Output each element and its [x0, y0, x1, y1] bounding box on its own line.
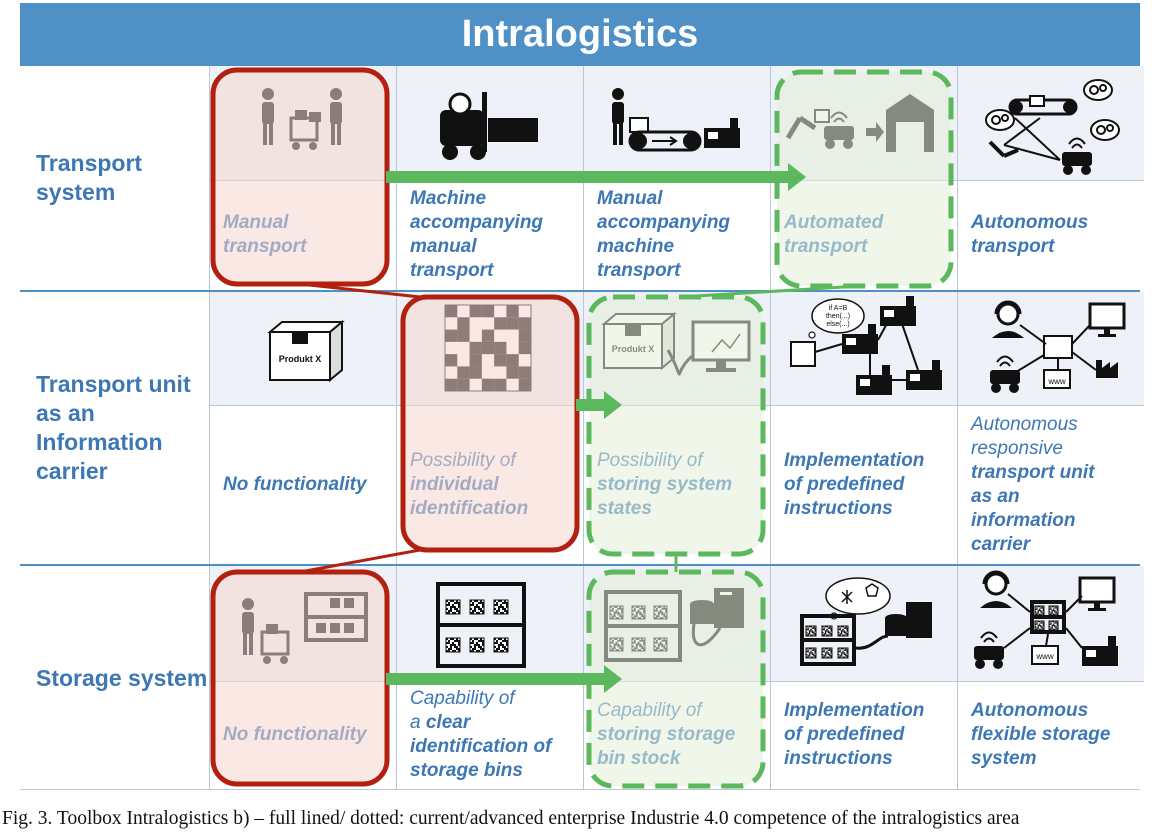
text-cell: [770, 681, 957, 789]
row-divider: [20, 564, 1140, 566]
capability-text-line: transport: [971, 236, 1055, 257]
capability-text-line: as an: [971, 485, 1020, 507]
current-competence-box: [210, 67, 390, 287]
capability-text-line: accompanying: [597, 212, 731, 233]
text-cell: [770, 405, 957, 564]
responsive-unit-network-icon: www: [990, 300, 1126, 393]
capability-text-line: machine: [597, 236, 675, 257]
capability-text-line: Autonomous: [971, 212, 1089, 233]
capability-text-line: transport: [410, 260, 494, 281]
www-label: www: [1047, 377, 1066, 386]
current-competence-box: [400, 294, 580, 553]
text-cell: [209, 405, 396, 564]
capability-text-line: flexible storage: [971, 724, 1111, 745]
capability-text-line: transport unit: [971, 461, 1095, 483]
capability-text-line: responsive: [971, 437, 1063, 459]
www-label: www: [1035, 652, 1054, 661]
capability-text-line: of predefined: [784, 724, 905, 745]
text-plain: a: [410, 712, 426, 733]
box-icon: Produkt X: [267, 319, 345, 383]
storage-network-icon: www: [974, 570, 1118, 669]
advanced-competence-box: [586, 294, 766, 557]
conveyor-machine-icon: [612, 88, 740, 152]
text-cell: [396, 180, 583, 290]
row-divider: [20, 789, 1140, 790]
capability-text-line: Machine: [410, 188, 487, 209]
capability-text-line: carrier: [971, 533, 1031, 555]
capability-text: No functionality: [209, 405, 396, 564]
shelf-qr-icon: [436, 582, 526, 668]
capability-text-line: No functionality: [223, 473, 367, 495]
row-label-transport-unit: Transport unit as an Information carrier: [36, 371, 191, 484]
row-label-storage-system: Storage system: [36, 664, 208, 691]
capability-text-line: a clear: [410, 711, 583, 735]
autonomous-network-icon: [985, 79, 1120, 175]
capability-text-line: Autonomous: [971, 413, 1078, 435]
competence-overlay: [210, 67, 954, 789]
capability-text: Autonomous flexible storage system: [957, 681, 1144, 789]
figure-caption: Fig. 3. Toolbox Intralogistics b) – full…: [2, 808, 1020, 829]
capability-text-line: Implementation: [784, 700, 925, 721]
capability-text-line: of predefined: [784, 473, 905, 495]
capability-text: Machine accompanying manual transport: [396, 180, 583, 290]
current-competence-box: [210, 569, 390, 787]
thought-text: if A=B: [829, 305, 848, 312]
text-cell: [957, 681, 1144, 789]
capability-text-line: information: [971, 509, 1076, 531]
figure-title: Intralogistics: [20, 3, 1140, 66]
capability-text: Implementation of predefined instructions: [770, 681, 957, 789]
text-cell: [957, 405, 1144, 564]
row-label-transport-system: Transport system: [36, 150, 143, 205]
capability-text: Autonomous transport: [957, 180, 1144, 290]
capability-text-line: Capability of: [410, 688, 515, 709]
capability-text-line: accompanying: [410, 212, 544, 233]
capability-text-line: storage bins: [410, 760, 523, 781]
thought-text: then(...): [826, 313, 850, 320]
capability-text-line: instructions: [784, 748, 893, 769]
text-bold: clear: [425, 712, 471, 733]
capability-text-line: Autonomous: [971, 700, 1089, 721]
text-cell: [957, 180, 1144, 290]
progression-arrow: [386, 665, 622, 693]
capability-text-line: identification of: [410, 736, 552, 757]
capability-text-line: Implementation: [784, 449, 925, 471]
shelf-thinking-icon: [800, 577, 932, 666]
text-cell: [396, 681, 583, 789]
capability-text-line: manual: [410, 236, 477, 257]
progression-arrow: [386, 163, 806, 191]
advanced-connector-line: [679, 284, 861, 299]
forklift-icon: [440, 92, 538, 160]
capability-text-line: Manual: [597, 188, 663, 209]
capability-text-line: transport: [597, 260, 681, 281]
capability-text: Manual accompanying machine transport: [583, 180, 770, 290]
current-connector-line: [299, 548, 421, 574]
thought-text: else(...): [826, 321, 849, 328]
progression-arrow: [576, 391, 622, 419]
current-connector-line: [299, 282, 421, 299]
capability-text-line: instructions: [784, 497, 893, 519]
row-divider: [20, 290, 1140, 292]
capability-text-line: system: [971, 748, 1037, 769]
box-label: Produkt X: [279, 354, 322, 364]
